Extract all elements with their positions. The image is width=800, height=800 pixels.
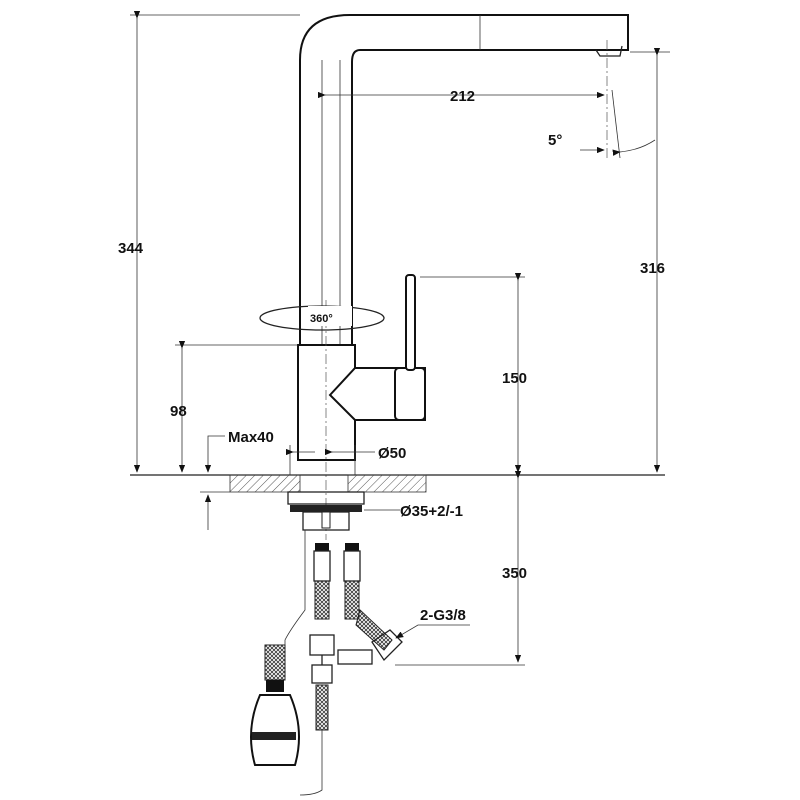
lever-handle: [405, 274, 416, 371]
faucet-body: [297, 274, 426, 540]
pullout-weight: [250, 644, 300, 766]
counter-slab-right: [347, 474, 427, 493]
supply-hoses: [284, 530, 403, 796]
label-base-diameter: Ø50: [378, 445, 406, 462]
label-spout-height: 316: [640, 260, 665, 277]
counter-slab-left: [229, 474, 301, 493]
faucet-spout: [299, 14, 629, 346]
label-total-height: 344: [118, 240, 144, 257]
label-rotation: 360°: [310, 313, 333, 325]
label-spout-reach: 212: [450, 88, 475, 105]
label-spout-angle: 5°: [548, 132, 562, 149]
label-max-counter: Max40: [228, 429, 274, 446]
label-hole-diameter: Ø35+2/-1: [400, 503, 463, 520]
label-lever-height: 150: [502, 370, 527, 387]
label-body-height: 98: [170, 403, 187, 420]
label-hose-length: 350: [502, 565, 527, 582]
mounting-hardware: [287, 491, 365, 531]
label-connection: 2-G3/8: [420, 607, 466, 624]
aerator: [595, 45, 623, 57]
